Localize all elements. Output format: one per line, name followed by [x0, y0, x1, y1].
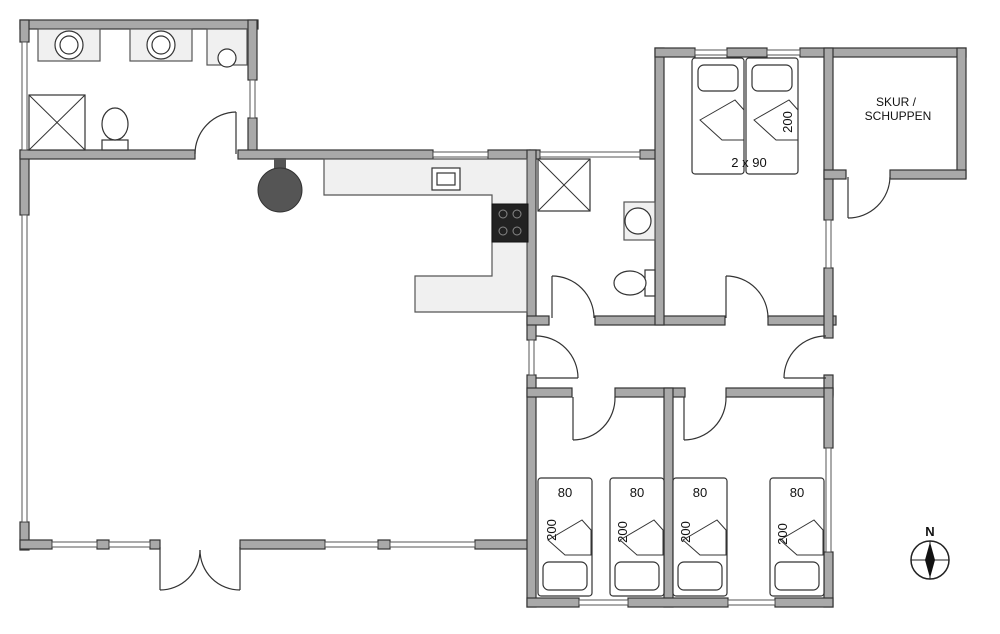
wall-singles-bottom-3 [774, 597, 834, 608]
door-single-bedroom-1 [572, 396, 616, 441]
toilet-icon [101, 107, 129, 151]
bathroom-fixtures [28, 28, 248, 151]
single-bed-width-label: 80 [558, 485, 572, 500]
wall-spine-lower [526, 374, 537, 608]
shed-label-line2: SCHUPPEN [865, 109, 932, 123]
toilet-icon [613, 269, 656, 297]
wall-singles-top-1 [526, 387, 573, 398]
wall-living-bottom-3 [149, 539, 161, 550]
window-left-1 [21, 41, 28, 151]
window-bed-top-2 [766, 49, 801, 56]
door-corridor-left [535, 335, 579, 379]
single-bed-length-label: 200 [678, 521, 693, 543]
doors [159, 111, 891, 591]
single-bed-width-label: 80 [630, 485, 644, 500]
single-bed-1: 80 200 [537, 477, 593, 597]
wall-singles-bottom-2 [627, 597, 729, 608]
sink-icon [623, 201, 656, 241]
wall-bath-right [247, 19, 258, 81]
wall-left-top [19, 19, 30, 43]
window-bath-right [249, 79, 256, 119]
window-singles-right [825, 447, 832, 553]
wall-bed-right [823, 47, 834, 221]
stove-fireplace-icon [257, 158, 303, 213]
wall-corridor-top-3 [767, 315, 837, 326]
window-bottom-1 [51, 541, 98, 548]
door-bath2 [551, 275, 595, 319]
wall-shed-bottom-1 [823, 169, 847, 180]
wall-living-bottom-4 [239, 539, 326, 550]
single-bed-length-label: 200 [615, 521, 630, 543]
door-bathroom [194, 111, 237, 155]
single-bed-width-label: 80 [693, 485, 707, 500]
window-singles-bottom-2 [727, 599, 776, 606]
window-singles-bottom-1 [578, 599, 629, 606]
single-bed-length-label: 200 [775, 523, 790, 545]
single-bed-3: 80 200 [672, 477, 728, 597]
single-bed-length-label: 200 [544, 519, 559, 541]
double-bed: 2 x 90 200 [691, 57, 799, 175]
kitchen [257, 158, 529, 313]
single-bed-2: 80 200 [609, 477, 665, 597]
wall-living-bottom-2 [96, 539, 110, 550]
wall-living-top-1 [19, 149, 196, 160]
single-bed-4: 80 200 [769, 477, 825, 597]
wall-shed-right [956, 47, 967, 179]
wall-living-top-3 [487, 149, 531, 160]
wall-bath2-right [654, 47, 665, 326]
wall-shed-bottom-2 [889, 169, 967, 180]
double-bed-length-label: 200 [780, 111, 795, 133]
wall-corridor-top-1 [526, 315, 550, 326]
shed: SKUR / SCHUPPEN [865, 95, 932, 123]
window-bed-right [825, 219, 832, 269]
door-single-bedroom-2 [683, 396, 727, 441]
wall-living-top-2 [237, 149, 434, 160]
compass-icon: N [910, 524, 950, 580]
compass-north-label: N [925, 524, 934, 539]
door-corridor-right [783, 335, 827, 379]
stove-icon [491, 203, 529, 243]
wall-singles-bottom-1 [526, 597, 580, 608]
window-left-2 [21, 214, 28, 523]
wall-living-bottom-1 [19, 539, 53, 550]
wall-bed-top-2 [726, 47, 768, 58]
wall-singles-divider [663, 387, 674, 608]
wall-bed-top-1 [654, 47, 696, 58]
windows [21, 41, 832, 606]
wall-left-b1 [19, 149, 30, 216]
wall-spine-upper [526, 149, 537, 341]
shed-label-line1: SKUR / [876, 95, 917, 109]
window-corridor-left [528, 339, 535, 376]
wall-living-bottom-5 [377, 539, 391, 550]
single-bed-width-label: 80 [790, 485, 804, 500]
window-bath2-top [539, 151, 641, 158]
window-bottom-2 [108, 541, 151, 548]
wall-living-bottom-6 [474, 539, 531, 550]
wall-bed-right-lower [823, 267, 834, 339]
wall-singles-top-2 [614, 387, 686, 398]
window-bottom-4 [389, 541, 476, 548]
double-bed-width-label: 2 x 90 [731, 155, 766, 170]
window-bed-top-1 [694, 49, 728, 56]
wall-singles-right [823, 387, 834, 449]
wall-singles-top-3 [725, 387, 834, 398]
wall-bath-top [19, 19, 259, 30]
window-bottom-3 [324, 541, 379, 548]
single-beds: 80 200 80 200 80 200 80 200 [537, 477, 825, 597]
door-double-bedroom [725, 275, 769, 319]
bathroom2-fixtures [537, 158, 656, 297]
door-entrance [159, 547, 241, 591]
window-living-top [432, 151, 489, 158]
door-shed [847, 176, 891, 219]
